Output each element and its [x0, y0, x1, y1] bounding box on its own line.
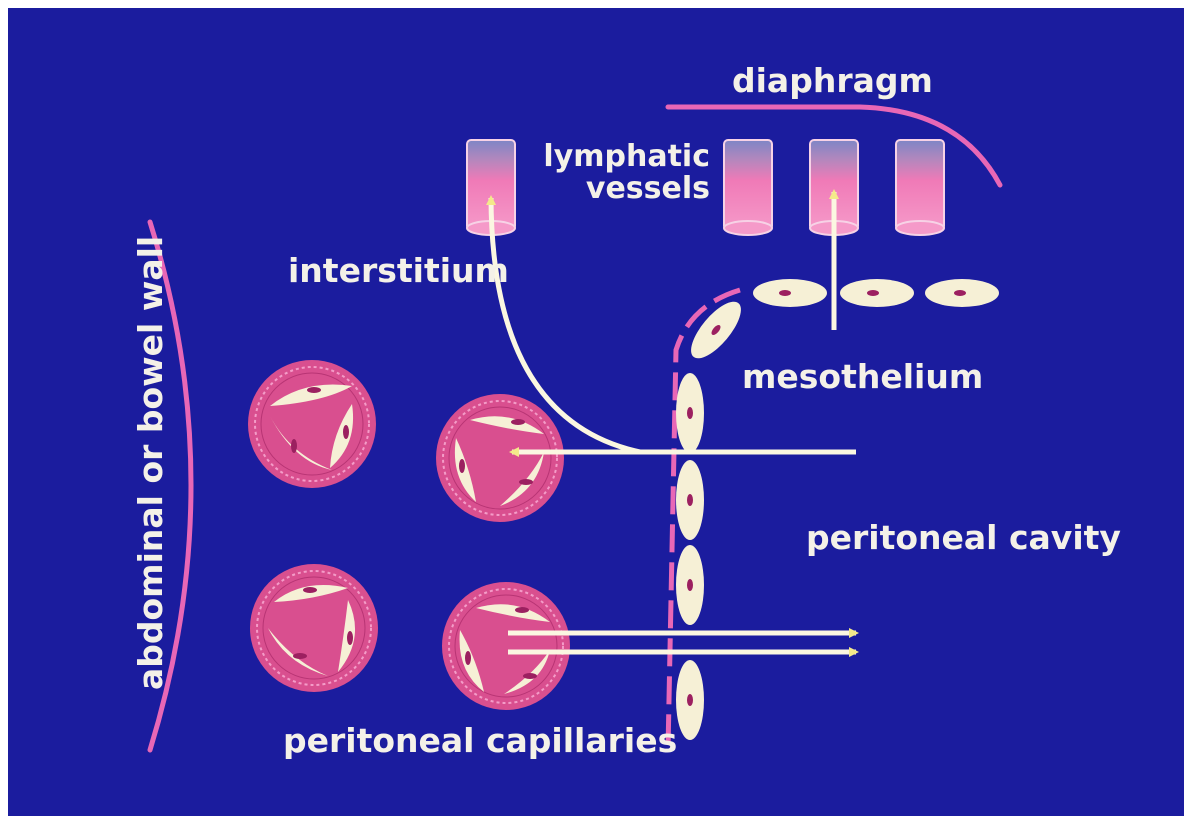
peritoneal-capillaries-label: peritoneal capillaries	[283, 721, 677, 760]
mesothelial-cell	[676, 545, 704, 625]
diagram-background	[8, 8, 1184, 816]
peritoneal-capillary	[436, 394, 564, 522]
mesothelial-cell	[676, 660, 704, 740]
peritoneal-cavity-label: peritoneal cavity	[806, 518, 1121, 557]
mesothelial-cell	[925, 279, 999, 307]
mesothelial-cell	[676, 373, 704, 453]
mesothelial-cell	[840, 279, 914, 307]
interstitium-label: interstitium	[288, 251, 509, 290]
lymphatic-vessels-label-line2: vessels	[586, 171, 710, 206]
peritoneal-capillary	[248, 360, 376, 488]
peritoneal-capillary	[250, 564, 378, 692]
diaphragm-label: diaphragm	[732, 61, 933, 100]
mesothelial-cell	[676, 460, 704, 540]
peritoneal-capillary	[442, 582, 570, 710]
lymphatic-vessels-label-line1: lymphatic	[543, 139, 710, 174]
mesothelium-label: mesothelium	[742, 357, 983, 396]
mesothelial-cell	[753, 279, 827, 307]
lymphatic-vessel	[896, 140, 944, 235]
lymphatic-vessel	[724, 140, 772, 235]
abdominal-wall-label: abdominal or bowel wall	[131, 236, 170, 690]
